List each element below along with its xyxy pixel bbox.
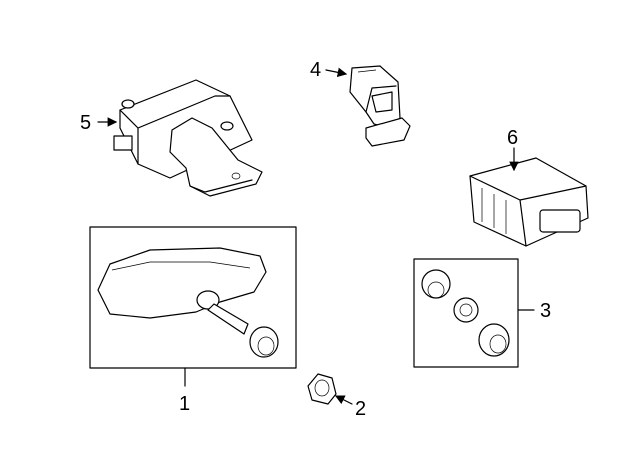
callout-1: 1: [179, 393, 190, 415]
leader-4: [325, 67, 348, 78]
part-1-sensor: [97, 247, 279, 358]
part-4-connector: [349, 65, 411, 147]
part-1-group-box: [89, 226, 297, 369]
part-5-control-module: [113, 79, 263, 197]
leader-2: [334, 395, 353, 405]
part-3-kit: [421, 269, 510, 357]
part-2-nut: [307, 373, 337, 405]
callout-3: 3: [540, 300, 551, 322]
callout-4: 4: [310, 59, 321, 81]
callout-6: 6: [507, 127, 518, 149]
callout-2: 2: [355, 398, 366, 420]
part-3-group-box: [413, 258, 519, 368]
part-6-receiver: [469, 157, 589, 247]
callout-5: 5: [80, 112, 91, 134]
